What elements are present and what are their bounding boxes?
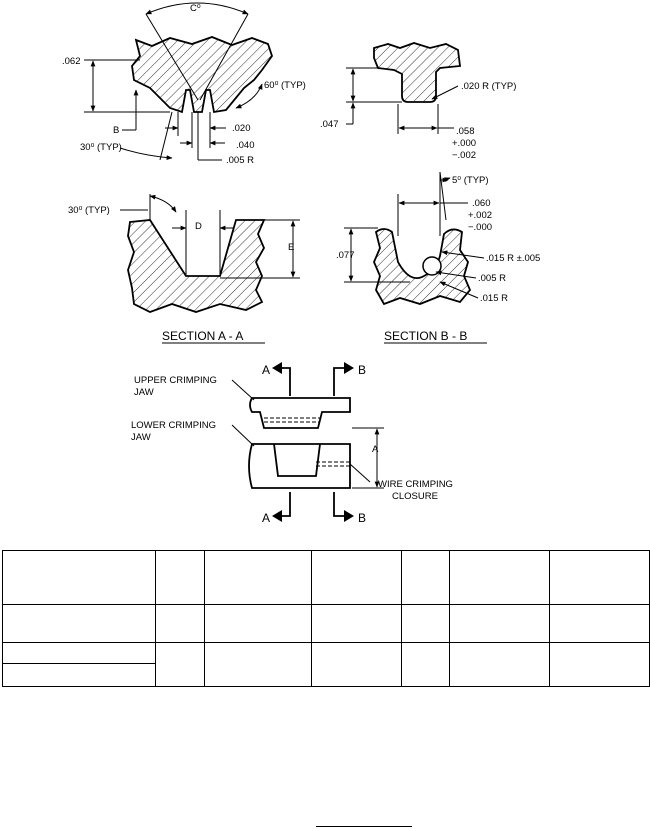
upper-jaw-profile	[131, 36, 273, 114]
table-cell	[311, 550, 402, 605]
table-header-row	[2, 550, 650, 605]
table-cell	[448, 604, 551, 643]
section-a-profile	[127, 219, 266, 313]
table-cell	[204, 550, 313, 605]
spec-table	[2, 550, 650, 687]
section-a-angle-30-label: 30⁰ (TYP)	[68, 205, 110, 216]
section-b-b-view: 5⁰ (TYP) .060 +.002 −.000 .077 .015 R ±.…	[336, 171, 540, 344]
table-cell	[311, 642, 402, 687]
dim-020-label: .020	[232, 123, 251, 134]
dim-047-label: .047	[320, 119, 339, 130]
tol-minus-002-label: −.002	[452, 150, 476, 161]
punch-profile	[373, 42, 462, 103]
crimping-jaw-assembly-view: A B A B UPPER CRIMPING JAW LOWER CRIMPIN…	[131, 362, 453, 525]
angle-60-typ-label: 60⁰ (TYP)	[264, 80, 306, 91]
footer-rule	[316, 826, 412, 827]
dim-015r-tol-label: .015 R ±.005	[486, 253, 540, 264]
angle-5-typ-label: 5⁰ (TYP)	[452, 175, 489, 186]
dim-077-label: .077	[336, 250, 355, 261]
lower-jaw	[248, 443, 351, 489]
table-cell	[154, 642, 206, 687]
lower-jaw-cavity	[273, 443, 321, 477]
table-row	[2, 604, 650, 643]
dim-015r-label: .015 R	[480, 293, 508, 304]
table-cell	[311, 604, 402, 643]
label-d: D	[195, 221, 202, 232]
dim-060-label: .060	[472, 198, 491, 209]
table-cell	[400, 604, 450, 643]
table-cell	[549, 550, 650, 605]
upper-jaw	[249, 397, 351, 429]
table-cell	[549, 604, 650, 643]
table-cell	[154, 604, 206, 643]
upper-jaw-profile-view: C⁰ .062 B .020 .040 .005 R 30⁰ (TYP) 60⁰…	[62, 2, 306, 166]
closure-label-1: WIRE CRIMPING	[378, 479, 453, 490]
table-cell	[448, 642, 551, 687]
angle-c-label: C⁰	[190, 3, 201, 14]
table-cell	[400, 642, 450, 687]
table-cell	[2, 663, 156, 687]
punch-profile-view: .047 .020 R (TYP) .058 +.000 −.002	[320, 42, 516, 161]
technical-drawing: C⁰ .062 B .020 .040 .005 R 30⁰ (TYP) 60⁰…	[62, 2, 540, 525]
section-b-bottom-label: B	[358, 511, 366, 525]
section-b-profile	[373, 228, 472, 306]
section-a-top-label: A	[262, 363, 270, 377]
section-b-title: SECTION B - B	[384, 329, 467, 343]
table-cell	[154, 550, 206, 605]
upper-jaw-label-2: JAW	[134, 387, 154, 398]
lower-jaw-label-2: JAW	[131, 432, 151, 443]
dim-a-label: A	[372, 444, 379, 455]
table-cell	[448, 550, 551, 605]
section-a-title: SECTION A - A	[162, 329, 243, 343]
dim-058-label: .058	[456, 126, 475, 137]
dim-005r-label: .005 R	[226, 155, 254, 166]
tol-plus-000-label: +.000	[452, 138, 476, 149]
dim-005r-label: .005 R	[478, 273, 506, 284]
angle-c-arc	[145, 2, 249, 15]
table-row	[2, 642, 650, 687]
table-cell	[2, 550, 156, 605]
angle-30-typ-label: 30⁰ (TYP)	[80, 142, 122, 153]
table-cell	[400, 550, 450, 605]
table-cell	[204, 642, 313, 687]
section-b-top-label: B	[358, 363, 366, 377]
table-cell	[2, 604, 156, 643]
upper-jaw-label-1: UPPER CRIMPING	[134, 375, 217, 386]
tol-plus-002-label: +.002	[468, 210, 492, 221]
label-e: E	[288, 242, 294, 253]
dim-040-label: .040	[236, 140, 255, 151]
table-cell	[2, 642, 156, 664]
dim-020r-typ-label: .020 R (TYP)	[461, 81, 516, 92]
closure-label-2: CLOSURE	[392, 491, 438, 502]
tol-minus-000-label: −.000	[468, 222, 492, 233]
table-row	[2, 663, 650, 687]
label-b: B	[113, 125, 119, 136]
table-cell	[549, 642, 650, 687]
dim-062-label: .062	[62, 56, 81, 67]
table-cell	[204, 604, 313, 643]
section-a-a-view: D E 30⁰ (TYP) SECTION A - A	[68, 194, 300, 344]
section-a-bottom-label: A	[262, 511, 270, 525]
lower-jaw-label-1: LOWER CRIMPING	[131, 420, 216, 431]
